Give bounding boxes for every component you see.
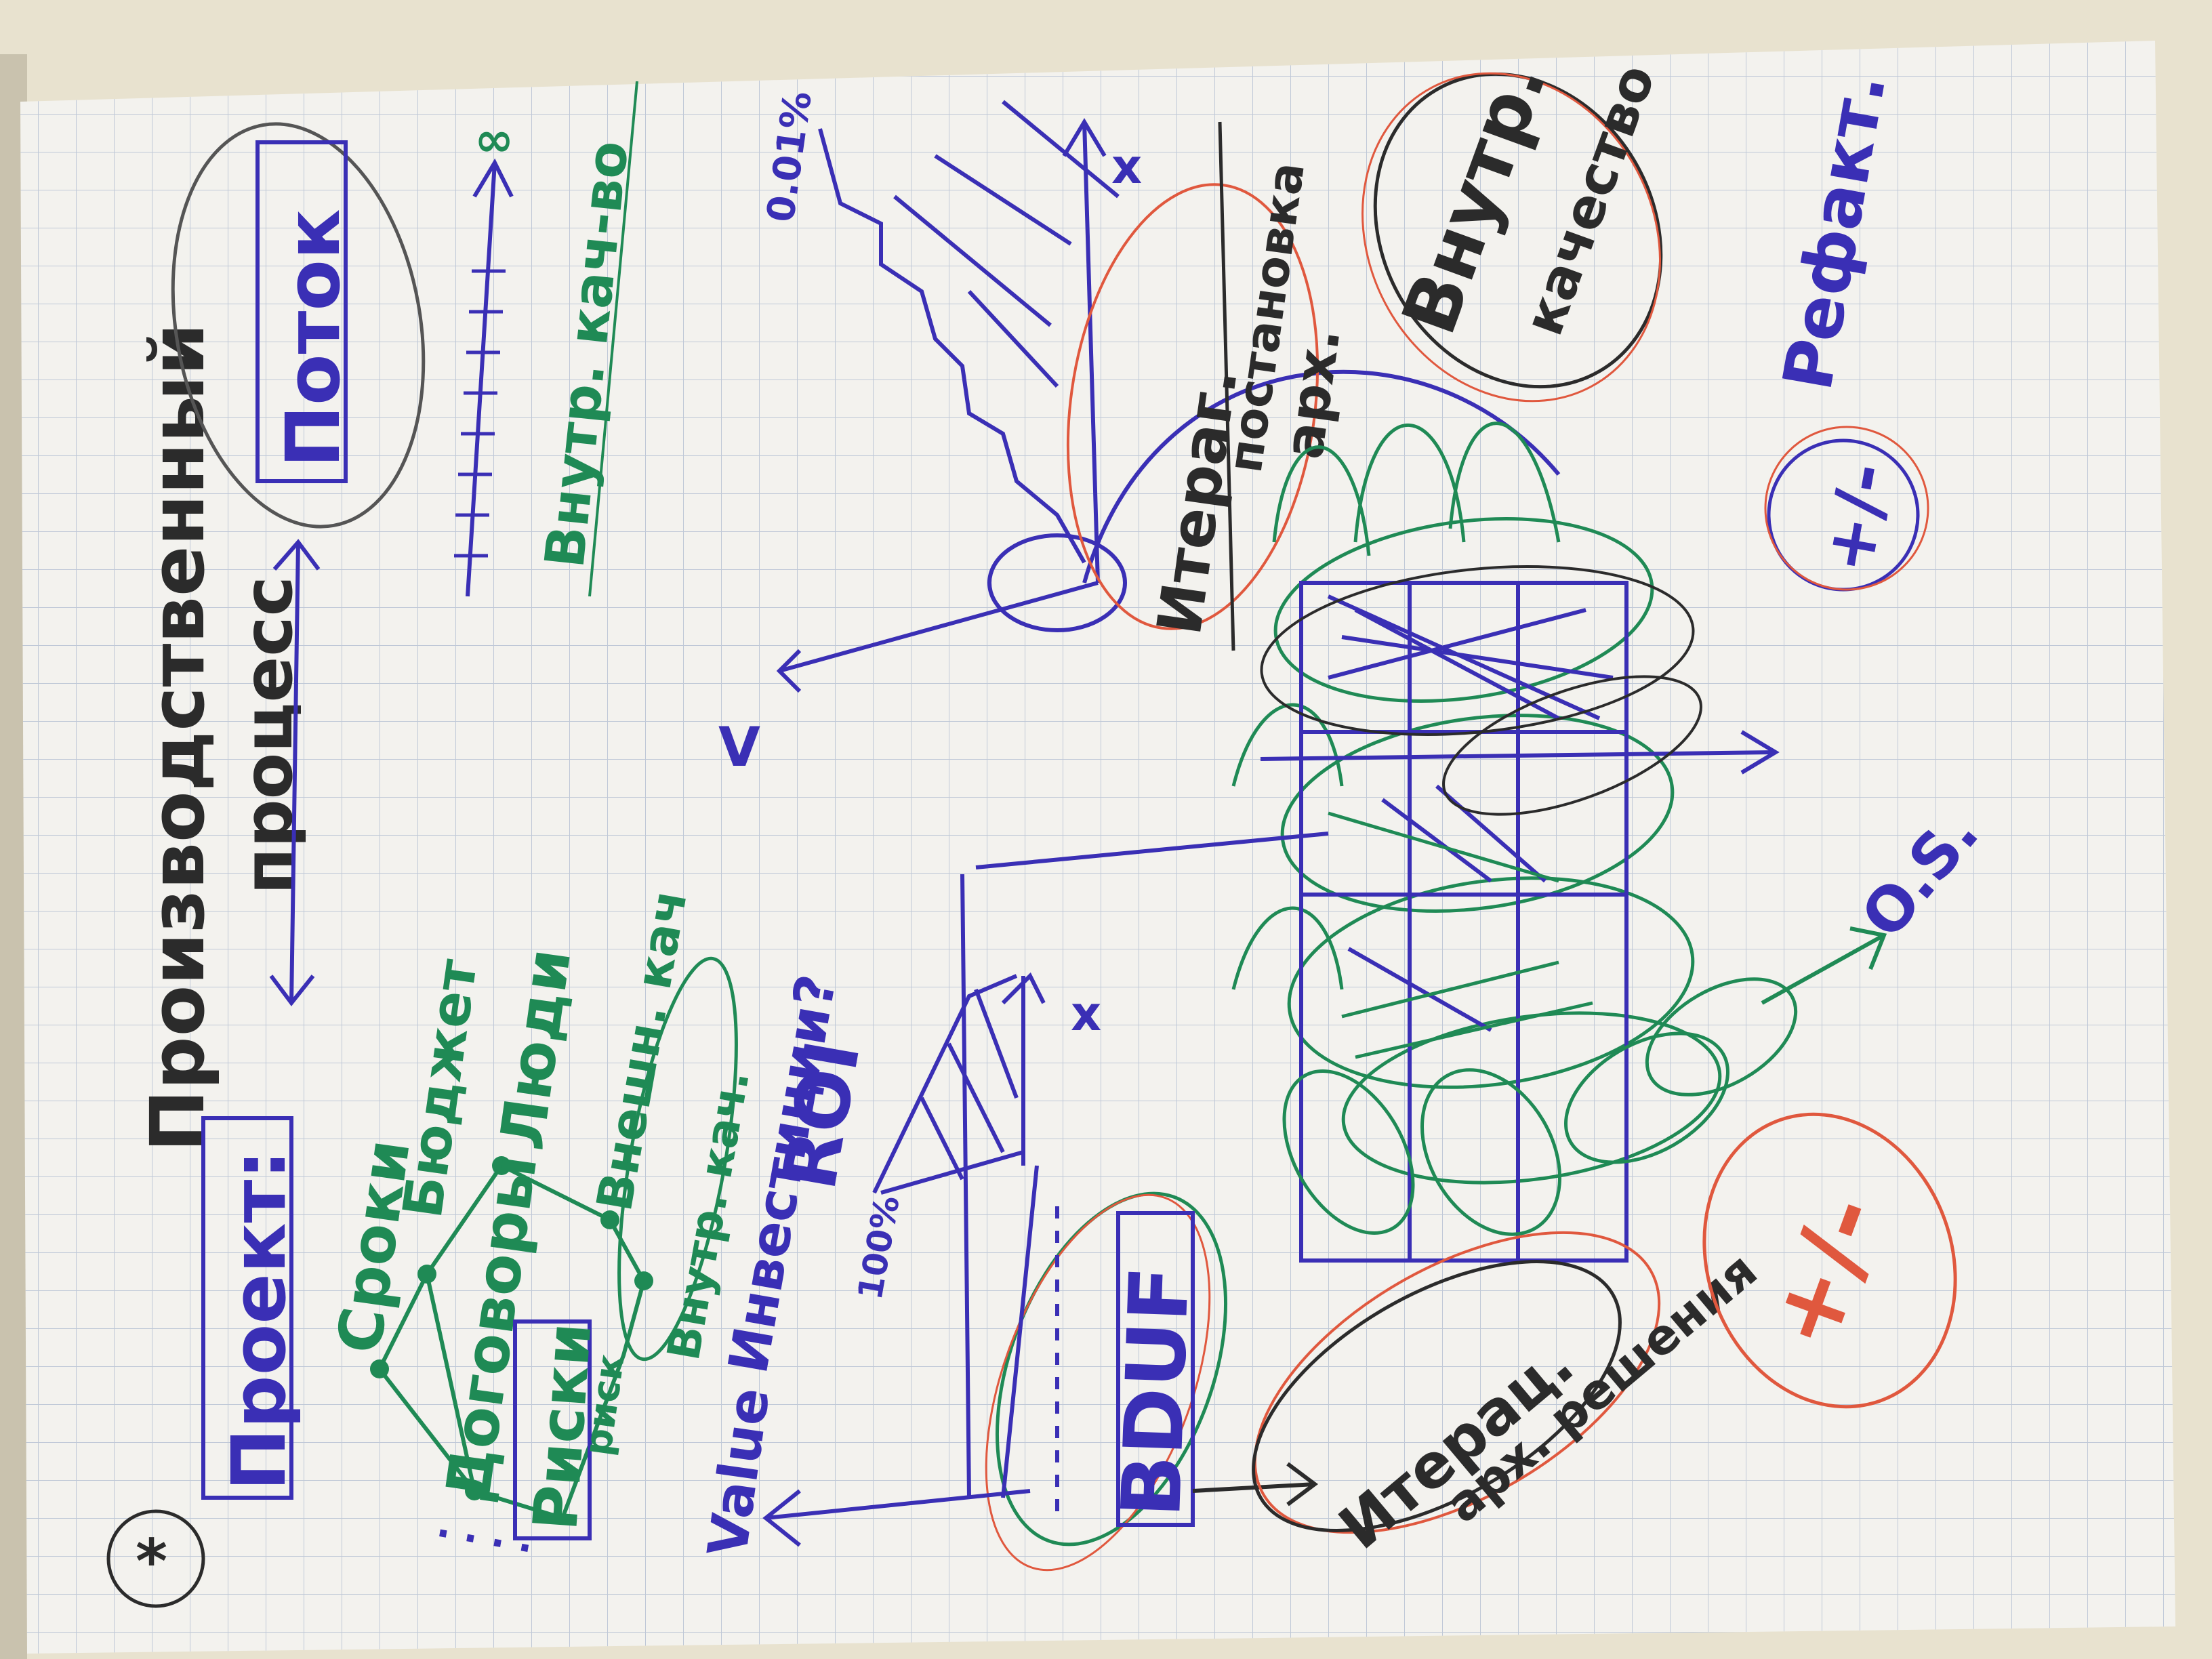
infinity-label: ∞ bbox=[474, 112, 514, 167]
title-group: Производственный процесс bbox=[134, 323, 308, 1152]
paper-sheet bbox=[20, 41, 2175, 1654]
decay-axis-x: x bbox=[1111, 139, 1142, 194]
flow-label: Поток bbox=[270, 209, 356, 468]
title-line1: Производственный bbox=[134, 323, 221, 1152]
roi-axis-x: x bbox=[1071, 986, 1101, 1042]
refactoring-plus-minus: +/- bbox=[1808, 457, 1905, 579]
asterisk-glyph: * bbox=[136, 1526, 167, 1597]
project-label: Проект: bbox=[216, 1150, 302, 1491]
decay-axis-v: V bbox=[718, 716, 760, 779]
iterations-scribble bbox=[1231, 422, 1887, 1263]
decay-graph bbox=[776, 100, 1561, 693]
bdue-group: BDUF bbox=[762, 832, 1329, 1572]
risks-label: Риски bbox=[520, 1320, 605, 1532]
flow-arrow bbox=[269, 539, 321, 1006]
circled-asterisk-icon bbox=[106, 1509, 205, 1608]
flow-group: Поток bbox=[171, 122, 426, 529]
bdue-label: BDUF bbox=[1105, 1265, 1208, 1519]
